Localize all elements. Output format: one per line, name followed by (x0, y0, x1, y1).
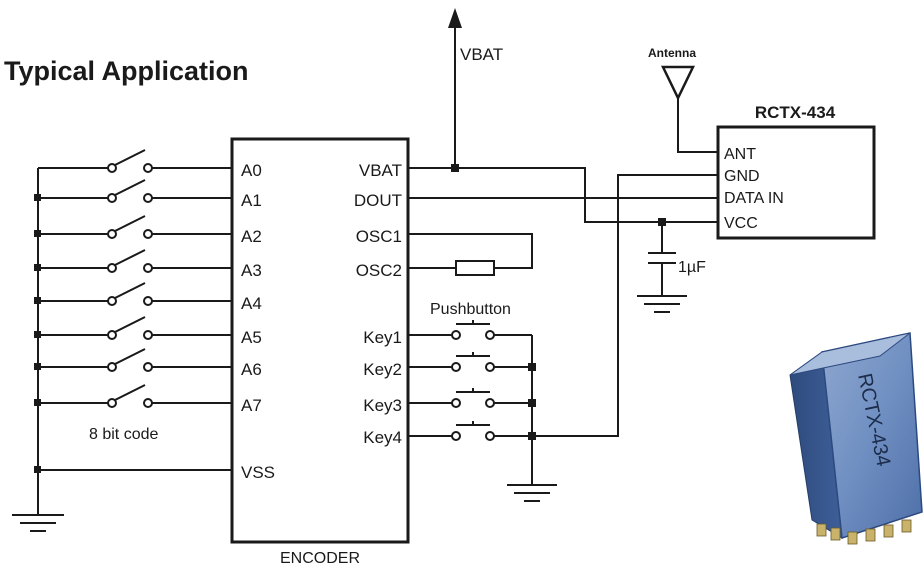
antenna-icon (661, 65, 695, 101)
switch-a5 (34, 316, 232, 340)
ground-symbol-capacitor (637, 295, 687, 313)
pin-a4: A4 (241, 294, 262, 313)
encoder-right-pins: VBAT DOUT OSC1 OSC2 Key1 Key2 Key3 Key4 (354, 161, 402, 447)
capacitor-label: 1µF (678, 259, 706, 276)
pushbutton-label: Pushbutton (430, 301, 511, 318)
switch-a1 (34, 179, 232, 203)
rctx-module: RCTX-434 ANT GND DATA IN VCC (716, 103, 876, 240)
page-title: Typical Application (4, 56, 249, 86)
module-pin-data-in: DATA IN (724, 190, 784, 207)
pin-a3: A3 (241, 261, 262, 280)
pin-a5: A5 (241, 328, 262, 347)
pushbutton-key2 (408, 352, 536, 372)
switch-a2 (34, 215, 232, 239)
vss-junction (34, 466, 41, 473)
pushbutton-key4 (408, 421, 536, 441)
pin-vbat: VBAT (359, 161, 402, 180)
pushbutton-bank: Pushbutton (408, 174, 718, 502)
pin-a2: A2 (241, 227, 262, 246)
capacitor: 1µF (637, 218, 706, 313)
pin-a0: A0 (241, 161, 262, 180)
vbat-arrow-icon (448, 8, 462, 28)
pin-vss: VSS (241, 463, 275, 482)
encoder-left-pins: A0 A1 A2 A3 A4 A5 A6 A7 VSS (241, 161, 275, 482)
pushbutton-key1 (408, 320, 532, 340)
module-pin-vcc: VCC (724, 215, 758, 232)
vbat-rail-label: VBAT (460, 45, 503, 64)
pin-osc2: OSC2 (356, 261, 402, 280)
module-title: RCTX-434 (755, 103, 836, 122)
switch-a0 (38, 149, 232, 173)
pin-dout: DOUT (354, 191, 402, 210)
switch-a6 (34, 348, 232, 372)
oscillator-resistor (408, 233, 533, 276)
bit-code-label: 8 bit code (89, 426, 158, 443)
pin-key4: Key4 (363, 428, 402, 447)
rctx-module-illustration: RCTX-434 (789, 332, 923, 545)
pin-a7: A7 (241, 396, 262, 415)
pin-key3: Key3 (363, 396, 402, 415)
switch-a3 (34, 249, 232, 273)
gnd-return-wire (532, 174, 718, 437)
module-pin-gnd: GND (724, 168, 760, 185)
antenna: Antenna (648, 46, 718, 153)
antenna-label: Antenna (648, 46, 696, 60)
module-pin-ant: ANT (724, 146, 756, 163)
pushbutton-key3 (408, 388, 536, 408)
address-switch-bank: 8 bit code (12, 149, 232, 532)
ground-symbol-pushbutton (507, 484, 557, 502)
encoder-chip (230, 137, 410, 544)
switch-a4 (34, 282, 232, 306)
encoder-label: ENCODER (280, 550, 360, 567)
pin-a1: A1 (241, 191, 262, 210)
pin-a6: A6 (241, 360, 262, 379)
module-pins-illustration (816, 519, 912, 545)
pin-key1: Key1 (363, 328, 402, 347)
pin-osc1: OSC1 (356, 227, 402, 246)
switch-a7 (34, 384, 232, 408)
pin-key2: Key2 (363, 360, 402, 379)
ground-symbol-left (12, 514, 64, 532)
vbat-rail: VBAT (408, 8, 718, 223)
